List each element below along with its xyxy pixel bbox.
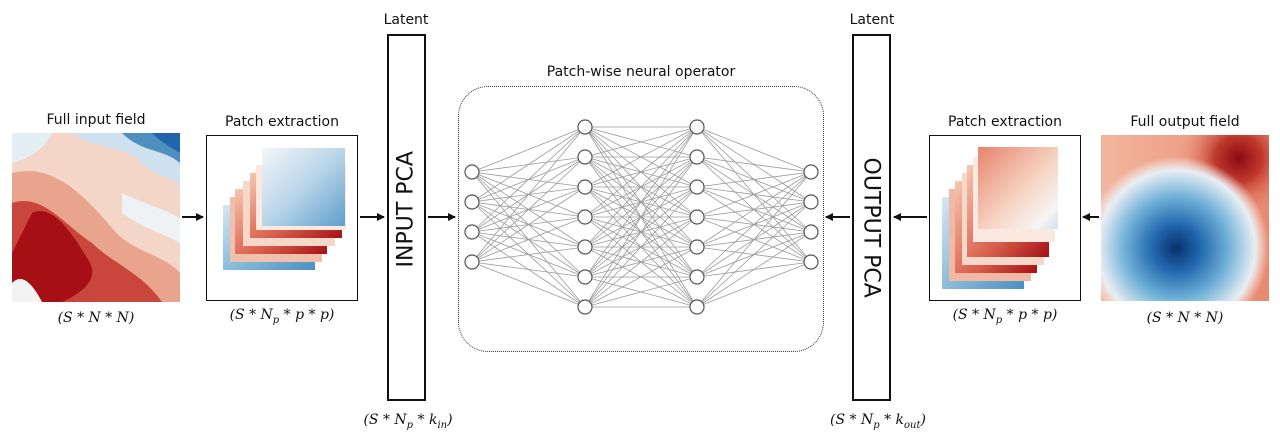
network-edge bbox=[471, 126, 586, 203]
network-edge bbox=[584, 126, 698, 218]
network-edge bbox=[584, 216, 698, 308]
output-patch-title: Patch extraction bbox=[948, 114, 1062, 130]
output-field-title: Full output field bbox=[1130, 114, 1240, 130]
network-edge bbox=[471, 216, 586, 263]
network-node-layer-1 bbox=[464, 194, 480, 210]
input-patch-stack bbox=[223, 148, 346, 270]
network-node-layer-3 bbox=[689, 269, 705, 285]
input-field-heatmap bbox=[12, 133, 180, 302]
network-edge bbox=[584, 126, 698, 308]
network-node-layer-2 bbox=[577, 149, 593, 165]
network-edge bbox=[471, 126, 586, 233]
network-node-layer-2 bbox=[577, 179, 593, 195]
network-edge bbox=[696, 171, 812, 188]
network-node-layer-2 bbox=[577, 119, 593, 135]
output-patch-stack bbox=[942, 147, 1058, 289]
network-node-layer-3 bbox=[689, 209, 705, 225]
network-edge bbox=[696, 126, 812, 173]
network-edge bbox=[471, 156, 586, 263]
network-edge bbox=[696, 171, 812, 308]
output-latent-shape: (S * Np * kout) bbox=[830, 412, 926, 431]
network-node-layer-3 bbox=[689, 239, 705, 255]
network-edge bbox=[584, 156, 698, 308]
output-pca-bar bbox=[852, 34, 891, 401]
network-node-layer-1 bbox=[464, 224, 480, 240]
network-node-layer-3 bbox=[689, 179, 705, 195]
network-node-layer-1 bbox=[464, 254, 480, 270]
output-patch-shape: (S * Np * p * p) bbox=[952, 307, 1058, 326]
network-nodes bbox=[464, 119, 819, 315]
network-edge bbox=[471, 126, 586, 173]
network-edge bbox=[584, 126, 698, 278]
input-latent-shape: (S * Np * kin) bbox=[363, 412, 453, 431]
network-node-layer-3 bbox=[689, 149, 705, 165]
network-edge bbox=[584, 186, 698, 308]
input-latent-title: Latent bbox=[383, 12, 429, 28]
network-node-layer-2 bbox=[577, 269, 593, 285]
input-patch-shape: (S * Np * p * p) bbox=[229, 307, 335, 326]
network-edge bbox=[696, 156, 812, 173]
network-node-layer-2 bbox=[577, 299, 593, 315]
operator-title: Patch-wise neural operator bbox=[546, 64, 736, 80]
network-node-layer-3 bbox=[689, 299, 705, 315]
network-node-layer-1 bbox=[464, 164, 480, 180]
network-edge bbox=[584, 126, 698, 158]
network-edge bbox=[696, 171, 812, 278]
network-edge bbox=[471, 261, 586, 308]
output-field-heatmap bbox=[1101, 135, 1269, 301]
network-edge bbox=[471, 126, 586, 263]
network-node-layer-3 bbox=[689, 119, 705, 135]
network-node-layer-4 bbox=[803, 224, 819, 240]
network-node-layer-2 bbox=[577, 239, 593, 255]
network-edge bbox=[584, 276, 698, 308]
output-field-shape: (S * N * N) bbox=[1146, 310, 1224, 326]
network-edge bbox=[471, 186, 586, 263]
network-node-layer-4 bbox=[803, 194, 819, 210]
network-edge bbox=[696, 231, 812, 308]
input-field-shape: (S * N * N) bbox=[57, 310, 135, 326]
network-node-layer-4 bbox=[803, 164, 819, 180]
operator-frame bbox=[458, 86, 824, 352]
input-pca-bar bbox=[387, 34, 426, 401]
network-edge bbox=[696, 171, 812, 248]
network-edge bbox=[584, 126, 698, 188]
network-edge bbox=[696, 201, 812, 308]
network-connections bbox=[471, 126, 812, 308]
network-edge bbox=[696, 171, 812, 218]
network-node-layer-2 bbox=[577, 209, 593, 225]
input-field-title: Full input field bbox=[46, 112, 146, 128]
network-edge bbox=[584, 126, 698, 248]
network-edge bbox=[471, 246, 586, 263]
network-edge bbox=[471, 261, 586, 278]
network-edge bbox=[696, 261, 812, 308]
output-latent-title: Latent bbox=[849, 12, 895, 28]
network-edge bbox=[584, 246, 698, 308]
network-node-layer-4 bbox=[803, 254, 819, 270]
input-patch-title: Patch extraction bbox=[225, 114, 339, 130]
